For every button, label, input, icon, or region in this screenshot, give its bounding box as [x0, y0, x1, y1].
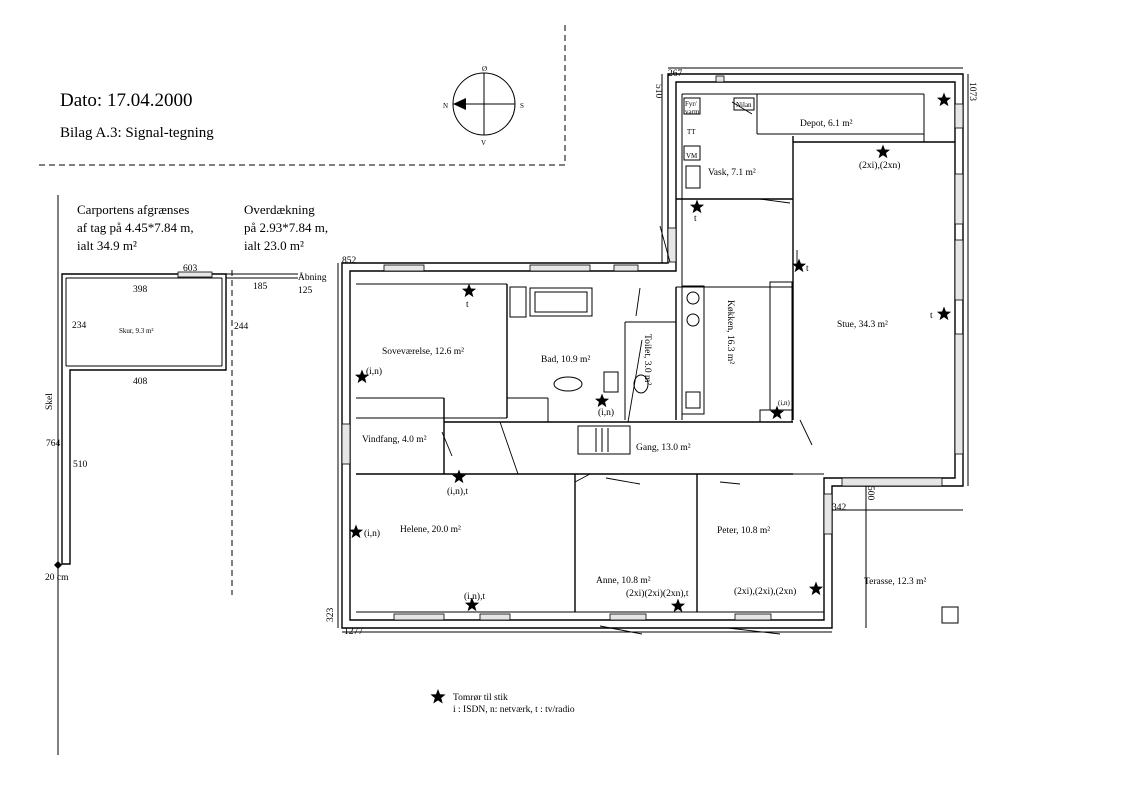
outlet-star-icon	[689, 199, 705, 214]
room-anne: Anne, 10.8 m²	[596, 576, 651, 586]
dim-234: 234	[72, 321, 87, 331]
room-vask: Vask, 7.1 m²	[708, 168, 756, 178]
dim-342: 342	[832, 503, 847, 513]
dim-500: 500	[865, 486, 875, 501]
compass-o: Ø	[482, 65, 487, 73]
svg-text:på 2.93*7.84 m,: på 2.93*7.84 m,	[244, 220, 328, 235]
windows	[341, 75, 964, 621]
overdaekning-note: Overdækning på 2.93*7.84 m, ialt 23.0 m²	[244, 202, 328, 253]
room-gang: Gang, 13.0 m²	[636, 443, 691, 453]
nilan-label: Nilan	[736, 101, 752, 109]
compass-s: S	[520, 102, 524, 110]
outlet-star-icon	[594, 393, 610, 408]
dim-267: 267	[668, 69, 683, 79]
outlet-anne: (2xi)(2xi)(2xn),t	[626, 588, 689, 599]
skur-label: Skur, 9.3 m²	[119, 327, 154, 335]
dim-510b: 510	[653, 84, 663, 99]
outlet-helene-left: (i,n)	[364, 528, 380, 539]
fyr-label-2: varm	[685, 108, 700, 116]
legend-line-1: Tomrør til stik	[453, 693, 508, 703]
dim-1073: 1073	[967, 82, 977, 101]
dimension-lines	[337, 67, 969, 633]
dim-408: 408	[133, 377, 148, 387]
legend-line-2: i : ISDN, n: netværk, t : tv/radio	[453, 705, 575, 715]
legend-star-icon	[430, 689, 446, 704]
outlet-star-icon	[936, 92, 952, 107]
title-dashed-border	[36, 25, 566, 166]
outlet-star-icon	[875, 144, 891, 159]
dim-244: 244	[234, 322, 249, 332]
room-depot: Depot, 6.1 m²	[800, 119, 853, 129]
outlet-star-icon	[769, 405, 785, 420]
outlet-star-icon	[354, 369, 370, 384]
svg-text:Overdækning: Overdækning	[244, 202, 315, 217]
dim-185: 185	[253, 282, 268, 292]
outlet-stue-top: (2xi),(2xn)	[859, 160, 900, 171]
room-bad: Bad, 10.9 m²	[541, 355, 590, 365]
outlet-markers	[348, 92, 952, 613]
date-label: Dato: 17.04.2000	[60, 90, 192, 111]
dim-852: 852	[342, 256, 357, 266]
outlet-star-icon	[348, 524, 364, 539]
svg-text:ialt 23.0 m²: ialt 23.0 m²	[244, 238, 304, 253]
outlet-star-icon	[461, 283, 477, 298]
compass-icon: Ø N S V	[443, 65, 524, 147]
dim-323: 323	[326, 608, 336, 623]
outlet-star-icon	[808, 581, 824, 596]
outlet-star-icon	[791, 258, 807, 273]
compass-v: V	[481, 139, 486, 147]
outlet-vask: t	[694, 214, 697, 224]
vm-label: VM	[686, 152, 698, 160]
outlet-stue-right: t	[930, 311, 933, 321]
outlet-peter: (2xi),(2xi),(2xn)	[734, 586, 796, 597]
outlet-gang: (i,n),t	[447, 486, 468, 497]
outlet-star-icon	[670, 598, 686, 613]
compass-n: N	[443, 102, 448, 110]
outlet-bad: (i,n)	[598, 407, 614, 418]
dim-510: 510	[73, 460, 88, 470]
outlet-koekken-bottom: (i,n)	[778, 399, 791, 407]
room-vindfang: Vindfang, 4.0 m²	[362, 434, 427, 445]
carport-drawing	[54, 195, 298, 755]
carport-note: Carportens afgrænses af tag på 4.45*7.84…	[77, 202, 194, 253]
outlet-koekken-top: t	[806, 264, 809, 274]
room-toilet: Toilet, 3.0 m²	[642, 334, 652, 385]
outlet-sove-left: (i,n)	[366, 366, 382, 377]
doors	[441, 101, 813, 635]
svg-text:ialt 34.9 m²: ialt 34.9 m²	[77, 238, 137, 253]
skel-label: Skel	[45, 393, 55, 410]
room-stue: Stue, 34.3 m²	[837, 320, 888, 330]
dim-764: 764	[46, 439, 61, 449]
outlet-star-icon	[464, 597, 480, 612]
dim-20cm: 20 cm	[45, 573, 69, 583]
svg-text:af tag på 4.45*7.84 m,: af tag på 4.45*7.84 m,	[77, 220, 194, 235]
dim-398: 398	[133, 285, 148, 295]
outlet-star-icon	[936, 306, 952, 321]
outlet-star-icon	[451, 469, 467, 484]
dim-603: 603	[183, 264, 198, 274]
room-sovevaerelse: Soveværelse, 12.6 m²	[382, 347, 464, 357]
fixtures	[509, 97, 959, 624]
outlet-sove-top: t	[466, 300, 469, 310]
tt-label: TT	[687, 128, 696, 136]
terasse-label: Terasse, 12.3 m²	[864, 577, 926, 587]
room-peter: Peter, 10.8 m²	[717, 526, 770, 536]
legend-star-icon	[430, 689, 446, 704]
subtitle-label: Bilag A.3: Signal-tegning	[60, 125, 214, 141]
svg-text:Carportens afgrænses: Carportens afgrænses	[77, 202, 189, 217]
outlet-helene-bottom: (i,n),t	[464, 591, 485, 602]
abning-label: Åbning	[298, 271, 327, 283]
dim-125: 125	[298, 286, 313, 296]
fyr-label: Fyr/	[685, 100, 697, 108]
room-helene: Helene, 20.0 m²	[400, 525, 461, 535]
room-koekken: Køkken, 16.3 m²	[725, 300, 735, 364]
